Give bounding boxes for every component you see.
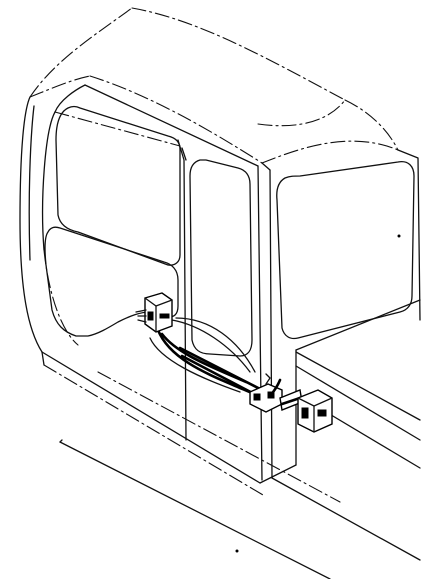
cab-roof bbox=[29, 7, 399, 164]
door-upper-window bbox=[55, 105, 181, 266]
cab-door bbox=[41, 111, 187, 441]
door-lower-window bbox=[44, 226, 179, 337]
cab-front-frame bbox=[54, 84, 273, 481]
wiring-harness bbox=[149, 317, 272, 400]
side-narrow-window bbox=[189, 159, 253, 357]
cab-body-outline bbox=[19, 96, 421, 496]
stray-marks bbox=[235, 234, 401, 553]
upper-connector-block bbox=[135, 292, 173, 333]
lower-connector-assembly bbox=[249, 373, 333, 433]
cab-rear-lower bbox=[59, 299, 421, 579]
rear-window bbox=[276, 160, 415, 340]
